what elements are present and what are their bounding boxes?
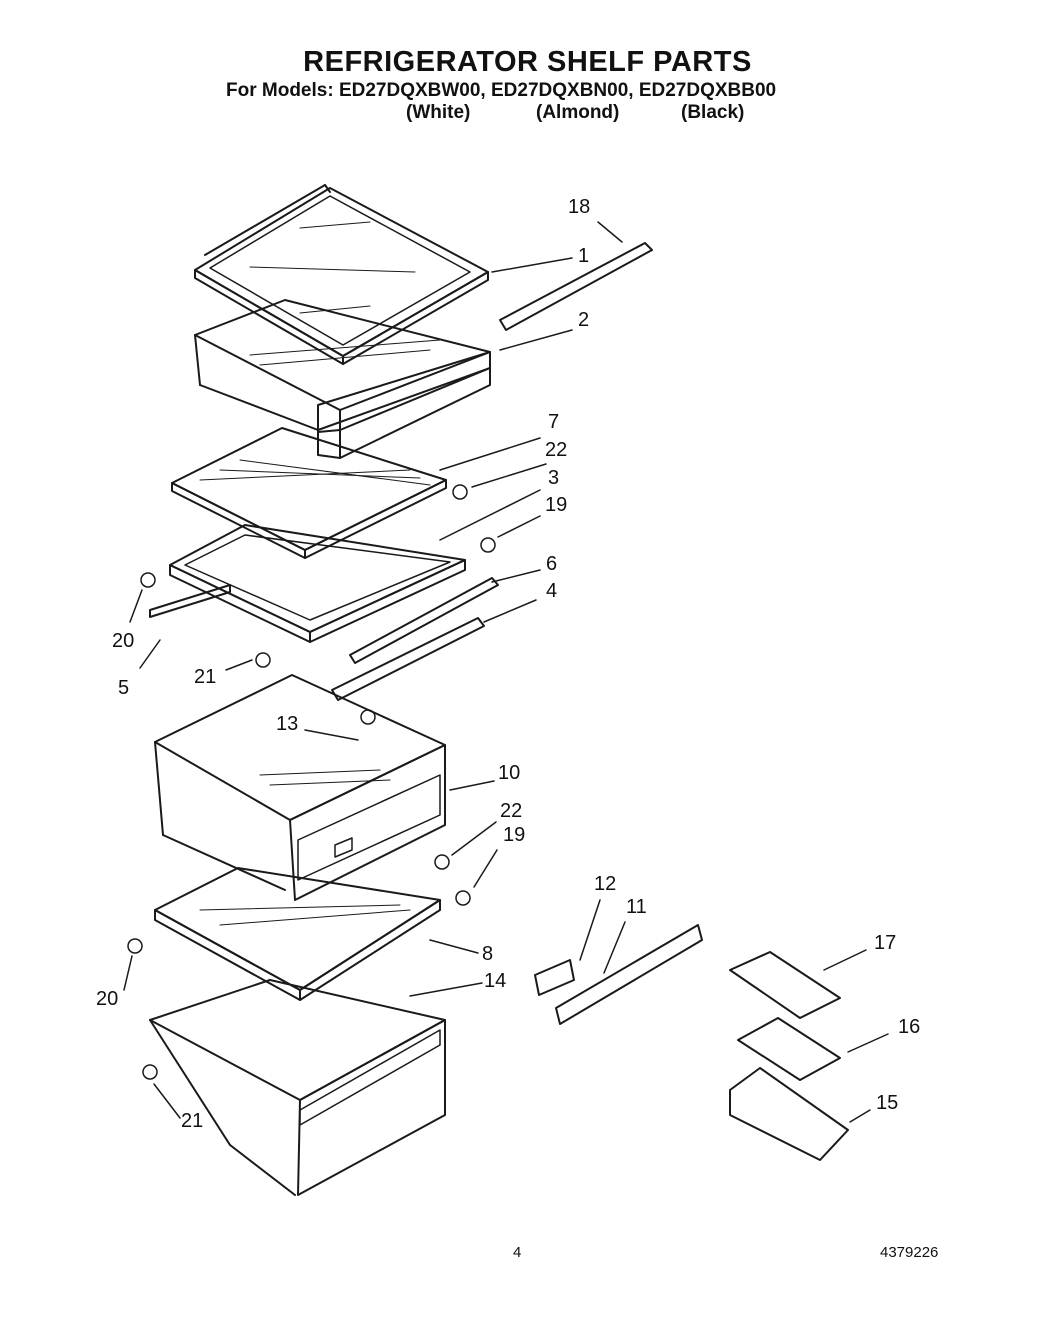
part-6-rail: [349, 577, 499, 664]
callout-8: 8: [482, 943, 494, 965]
part-11-bracket: [555, 924, 703, 1025]
color-black: (Black): [681, 102, 745, 123]
part-16-egg-tray: [737, 1017, 841, 1081]
part-14-lower-drawer: [149, 979, 446, 1196]
callout-22b: 22: [500, 800, 523, 822]
callout-22: 22: [545, 439, 568, 461]
callout-13: 13: [276, 713, 299, 735]
callout-10: 10: [498, 762, 521, 784]
part-15-bin: [729, 1067, 849, 1161]
color-almond: (Almond): [536, 102, 620, 123]
callout-11: 11: [626, 896, 647, 918]
part-2-upper-bin: [194, 299, 491, 459]
callout-3: 3: [548, 467, 560, 489]
callout-21b: 21: [181, 1110, 204, 1132]
callout-21: 21: [194, 666, 217, 688]
callout-7: 7: [548, 411, 560, 433]
callout-20b: 20: [96, 988, 119, 1010]
callout-2: 2: [578, 309, 590, 331]
part-7-shelf: [171, 427, 447, 559]
doc-number: 4379226: [880, 1244, 939, 1261]
part-3-shelf-frame: [149, 524, 466, 643]
callout-6: 6: [546, 553, 558, 575]
callout-14: 14: [484, 970, 507, 992]
callout-19b: 19: [503, 824, 526, 846]
callout-12: 12: [594, 873, 617, 895]
color-white: (White): [406, 102, 471, 123]
part-8-lower-shelf: [154, 867, 441, 1001]
callout-5: 5: [118, 677, 130, 699]
leader-lines: [123, 221, 889, 1123]
callout-20: 20: [112, 630, 135, 652]
callout-18: 18: [568, 196, 591, 218]
page-number: 4: [513, 1244, 522, 1261]
part-17-lid: [729, 951, 841, 1019]
models-line: For Models: ED27DQXBW00, ED27DQXBN00, ED…: [226, 80, 777, 101]
part-10-crisper-drawer: [154, 674, 446, 901]
part-4-rail: [331, 617, 485, 701]
callout-19: 19: [545, 494, 568, 516]
fasteners: [127, 484, 496, 1080]
callout-1: 1: [578, 245, 590, 267]
callout-16: 16: [898, 1016, 921, 1038]
callout-17: 17: [874, 932, 897, 954]
part-12-clip: [534, 959, 575, 996]
callout-4: 4: [546, 580, 558, 602]
part-1-glass-shelf: [194, 184, 489, 365]
part-18-trim: [499, 242, 653, 331]
page-title: REFRIGERATOR SHELF PARTS: [303, 46, 752, 78]
callout-15: 15: [876, 1092, 899, 1114]
